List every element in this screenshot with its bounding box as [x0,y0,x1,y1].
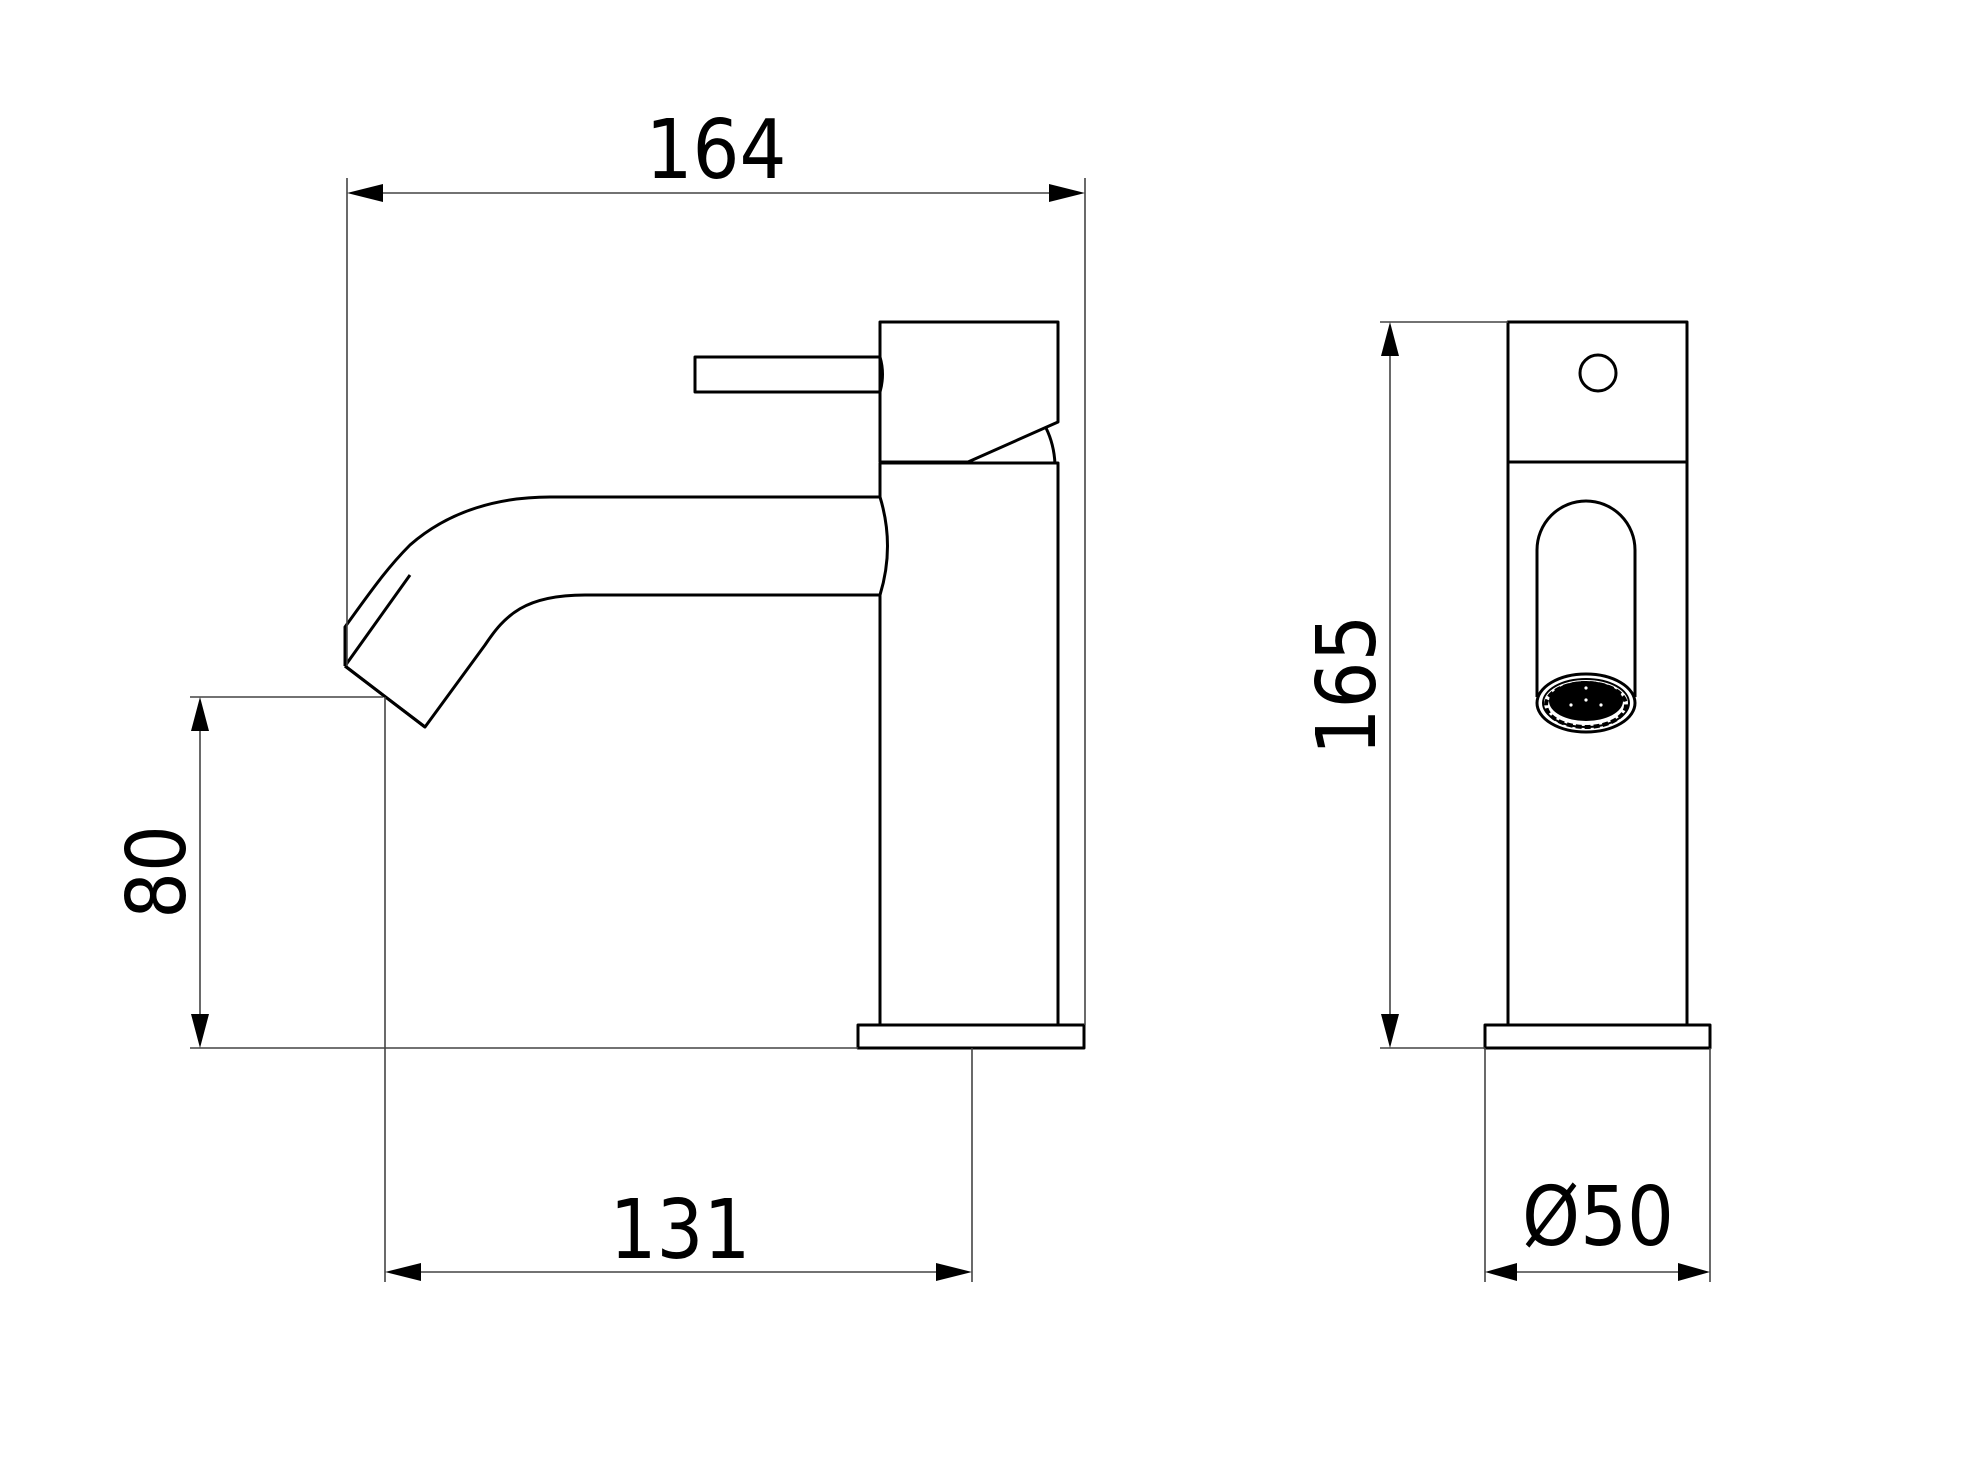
handle-chamfer-arc [1044,427,1057,465]
dim-label-diameter-50: Ø50 [1522,1170,1674,1265]
dimension-diameter-50: Ø50 [1484,1048,1711,1282]
spout-slot [1535,499,1637,697]
side-view [1483,320,1712,1050]
lever-joint-arc [878,356,884,393]
dim-label-131: 131 [610,1183,751,1278]
spout [343,495,889,729]
dim-label-165: 165 [1300,615,1395,756]
lever-handle [693,355,880,394]
side-handle-cap [1506,320,1689,464]
side-base-plate [1483,1023,1712,1050]
aerator-icon [1535,672,1637,734]
dim-label-164: 164 [646,103,787,198]
dim-label-80: 80 [110,825,205,919]
spout-upper-edge [343,574,412,667]
base-plate [856,1023,1086,1050]
tap-body [878,461,1060,1025]
front-view [343,320,1086,1050]
dimension-164: 164 [346,103,1086,1025]
dimension-131: 131 [384,697,973,1282]
handle-cap [878,320,1060,464]
lever-hole [1578,353,1618,393]
spout-tip-edge [344,664,426,729]
dimension-165: 165 [1300,321,1508,1049]
side-body [1506,462,1689,1025]
dimension-80: 80 [110,696,858,1049]
